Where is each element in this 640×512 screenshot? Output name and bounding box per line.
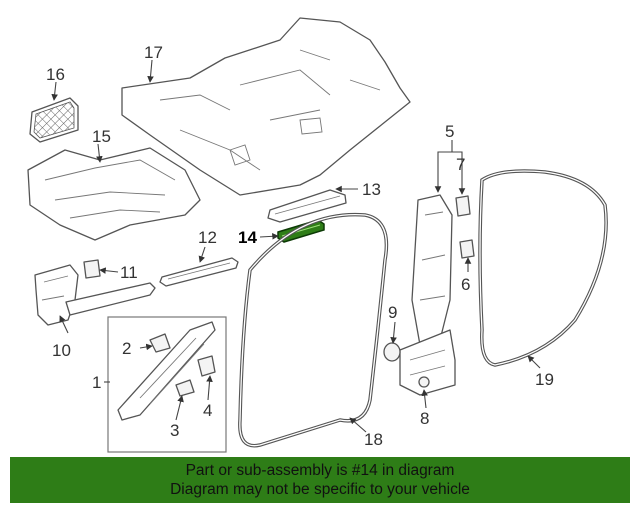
callout-6: 6 <box>461 275 470 294</box>
kick-panel-part <box>34 264 156 326</box>
cargo-net-part <box>29 97 79 143</box>
callout-13: 13 <box>362 180 381 199</box>
floor-carpet-part <box>121 17 411 196</box>
callout-17: 17 <box>144 43 163 62</box>
callout-14: 14 <box>238 228 257 247</box>
callout-4: 4 <box>203 401 212 420</box>
callout-12: 12 <box>198 228 217 247</box>
callout-11: 11 <box>120 263 138 282</box>
door-seal-front-part <box>238 212 389 448</box>
callout-10: 10 <box>52 341 71 360</box>
callout-8: 8 <box>420 409 429 428</box>
parts-diagram: 1 2 3 4 5 6 7 8 9 10 11 12 13 14 15 16 1… <box>27 17 608 453</box>
callout-3: 3 <box>170 421 179 440</box>
trunk-trim-part <box>27 147 201 241</box>
banner-line-1: Part or sub-assembly is #14 in diagram <box>185 462 455 479</box>
leader-lines <box>51 59 541 433</box>
clip-11-part <box>83 259 101 279</box>
lower-trim-part <box>383 329 456 396</box>
a-pillar-inset-part <box>107 316 227 453</box>
callout-16: 16 <box>46 65 65 84</box>
sill-plate-small-part <box>159 257 239 287</box>
door-seal-rear-part <box>478 169 608 367</box>
callout-19: 19 <box>535 370 554 389</box>
callout-2: 2 <box>122 339 131 358</box>
callout-5: 5 <box>445 122 454 141</box>
b-pillar-trim-part <box>411 194 475 346</box>
callout-7: 7 <box>456 155 465 174</box>
banner-line-2: Diagram may not be specific to your vehi… <box>170 481 470 498</box>
info-banner: Part or sub-assembly is #14 in diagram D… <box>10 457 630 503</box>
callout-15: 15 <box>92 127 111 146</box>
callout-9: 9 <box>388 303 397 322</box>
sill-plate-upper-part <box>267 189 347 223</box>
callout-1: 1 <box>92 373 101 392</box>
callout-labels: 1 2 3 4 5 6 7 8 9 10 11 12 13 14 15 16 1… <box>46 43 554 449</box>
callout-18: 18 <box>364 430 383 449</box>
